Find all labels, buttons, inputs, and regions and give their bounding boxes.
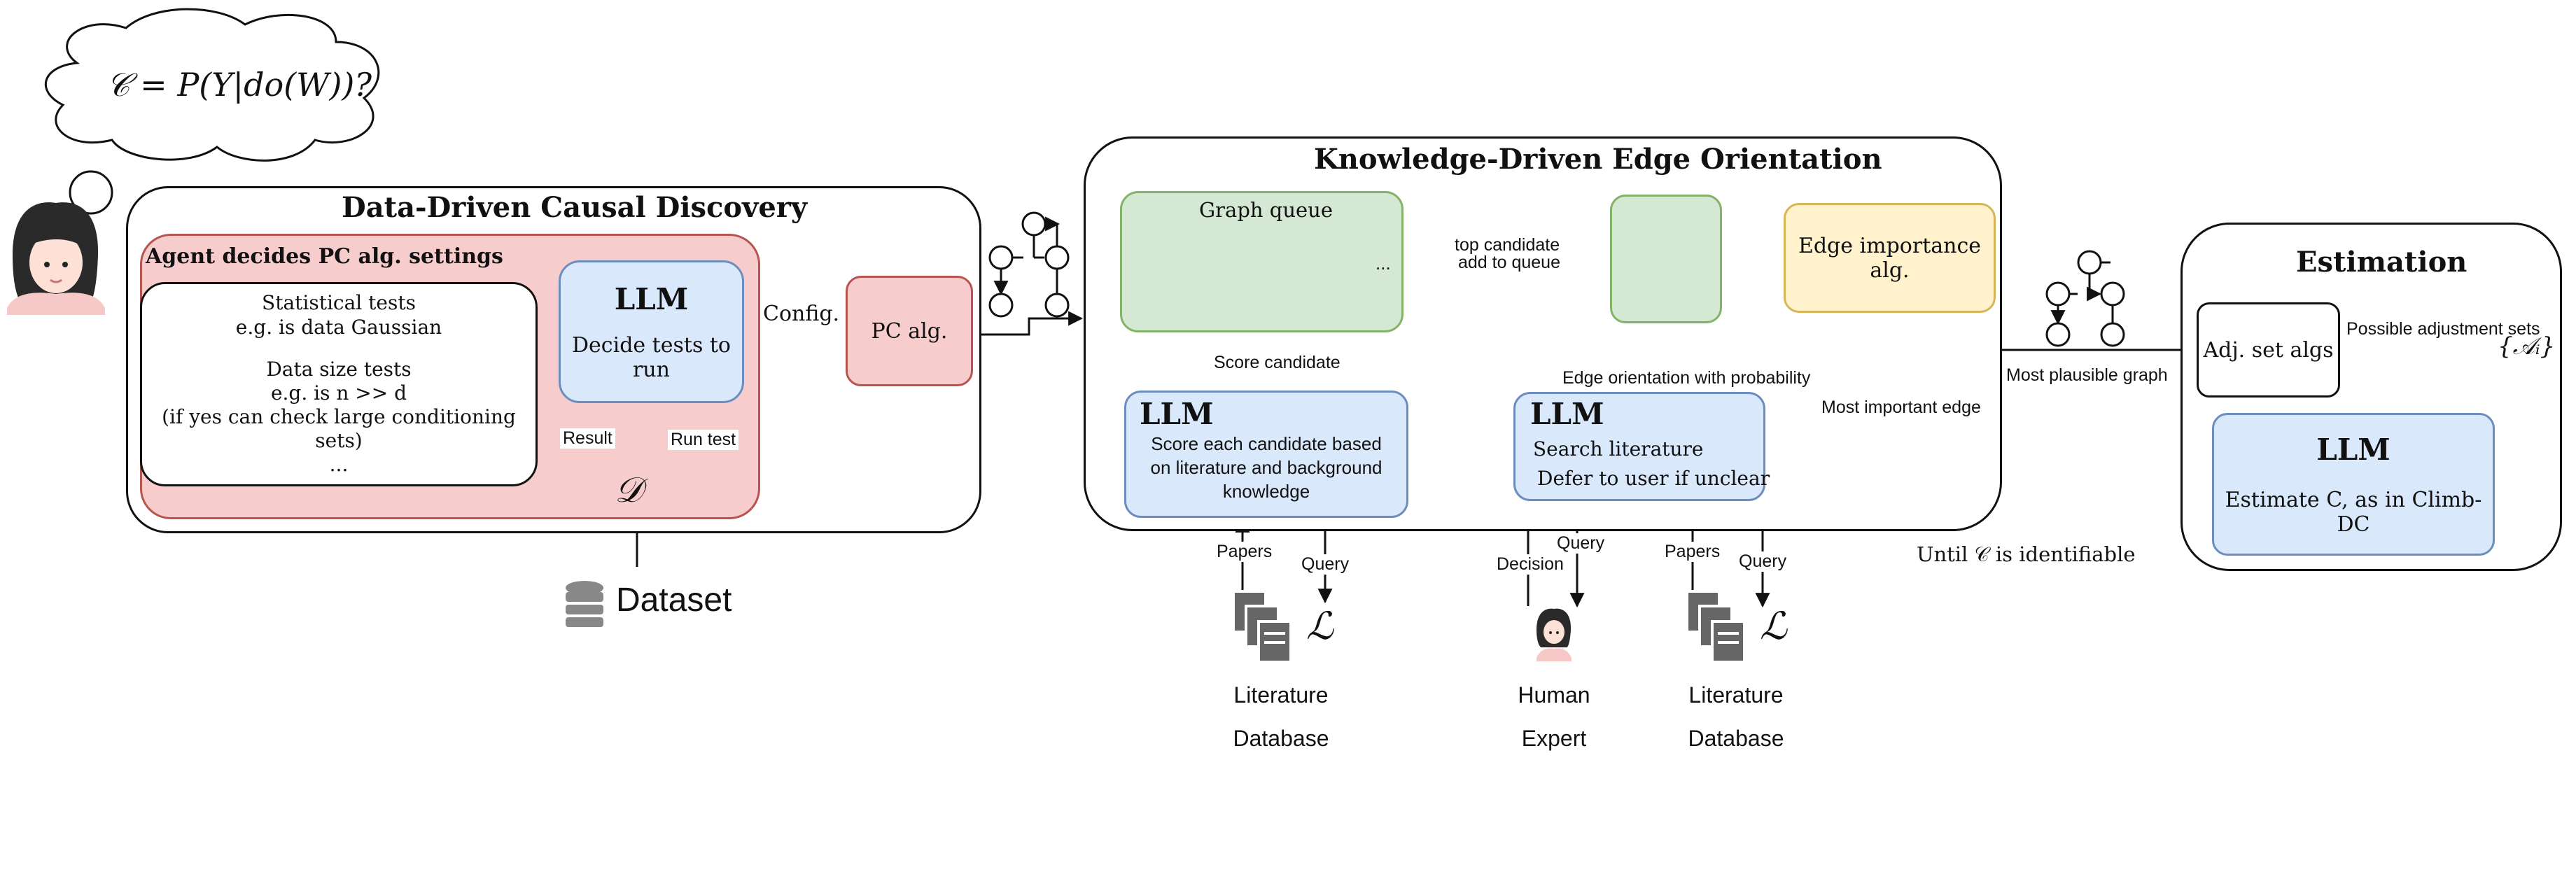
tests-line-7: ... [329,453,349,477]
llm-search-box [1513,392,1765,501]
database-icon [566,581,603,627]
llm-score-line-1: Score each candidate based [1151,433,1382,454]
most-plausible-label: Most plausible graph [2006,365,2168,385]
decision-label: Decision [1494,554,1567,575]
queue-ellipsis: ... [1376,253,1391,274]
llm-search-line-2: Defer to user if unclear [1537,467,1770,490]
lit-db-2-label: Literature Database [1666,673,1806,761]
llm-score-box [1124,391,1408,518]
llm-score-title: LLM [1140,397,1214,431]
lit-db-2-line-1: Literature [1688,682,1784,708]
adj-set-label: Adj. set algs [2203,337,2334,363]
tests-line-1: Statistical tests [262,291,416,315]
data-driven-title: Data-Driven Causal Discovery [342,191,808,224]
papers-label-1: Papers [1214,542,1275,562]
result-label: Result [560,428,615,449]
llm-decide-title: LLM [614,281,689,316]
human-expert-icon [1536,608,1572,661]
llm-decide-box: LLM Decide tests to run [559,260,744,403]
graph-queue-label: Graph queue [1199,198,1334,222]
lit-db-1-line-1: Literature [1233,682,1329,708]
agent-settings-title: Agent decides PC alg. settings [146,244,503,269]
llm-search-title: LLM [1530,397,1604,431]
llm-estimate-title: LLM [2316,432,2390,467]
tests-box: Statistical tests e.g. is data Gaussian … [140,282,538,486]
edge-orientation-label: Edge orientation with probability [1560,368,1814,388]
plausible-graph-icon [2045,250,2125,347]
lit-db-1-label: Literature Database [1211,673,1351,761]
top-candidate-label: top candidate [1455,235,1560,255]
adj-set-box: Adj. set algs [2197,302,2340,398]
human-expert-label: Human Expert [1491,673,1617,761]
llm-score-line-3: knowledge [1222,480,1310,502]
knowledge-title: Knowledge-Driven Edge Orientation [1314,143,1882,176]
estimation-title: Estimation [2296,246,2468,279]
llm-score-line-2: on literature and background [1150,456,1382,478]
thought-bubble-icon [69,170,113,215]
pc-alg-box: PC alg. [846,276,973,386]
llm-search-line-1: Search literature [1533,437,1704,460]
llm-estimate-box: LLM Estimate C, as in Climb-DC [2212,413,2495,556]
add-to-queue-label: add to queue [1458,253,1560,272]
human-expert-line-2: Expert [1521,726,1587,752]
query-label-2: Query [1554,533,1608,554]
most-important-edge-label: Most important edge [1819,398,1984,418]
edge-importance-box: Edge importance alg. [1784,203,1996,313]
papers-stack-2-icon [1686,590,1746,663]
config-label: Config. [763,302,840,326]
user-avatar-icon [7,202,105,315]
papers-stack-1-icon [1232,590,1292,663]
lit-db-1-line-2: Database [1233,726,1329,752]
literature-symbol-2: ℒ [1760,604,1787,648]
until-identifiable-label: Until 𝒞 is identifiable [1917,542,2136,566]
tests-line-4: Data size tests [266,357,412,381]
adj-sets-symbol: {𝒜ᵢ} [2498,332,2556,360]
top-candidate-box [1610,195,1722,323]
llm-score-text: Score each candidate based on literature… [1124,433,1408,503]
tests-line-6: (if yes can check large conditioning set… [162,405,516,453]
thought-text: 𝒞 = P(Y|do(W))? [106,66,372,104]
thought-cloud-icon [44,8,380,162]
score-candidate-label: Score candidate [1211,353,1343,373]
tests-line-5: e.g. is n >> d [270,381,407,405]
lit-db-2-line-2: Database [1688,726,1784,752]
pc-alg-label: PC alg. [871,318,948,344]
papers-label-2: Papers [1662,542,1723,562]
literature-symbol-1: ℒ [1306,604,1334,648]
data-symbol: 𝒟 [615,470,643,510]
human-expert-line-1: Human [1518,682,1590,708]
run-test-label: Run test [668,430,739,450]
query-label-1: Query [1298,554,1352,575]
dataset-label: Dataset [616,582,732,619]
tests-line-2: e.g. is data Gaussian [235,315,442,339]
edge-importance-label: Edge importance alg. [1798,233,1982,283]
pc-graph-icon [988,211,1070,318]
query-label-3: Query [1736,551,1790,572]
llm-estimate-sub: Estimate C, as in Climb-DC [2225,487,2482,537]
llm-decide-sub: Decide tests to run [571,332,731,382]
possible-sets-label: Possible adjustment sets [2346,319,2540,339]
graph-queue-box [1120,191,1404,332]
